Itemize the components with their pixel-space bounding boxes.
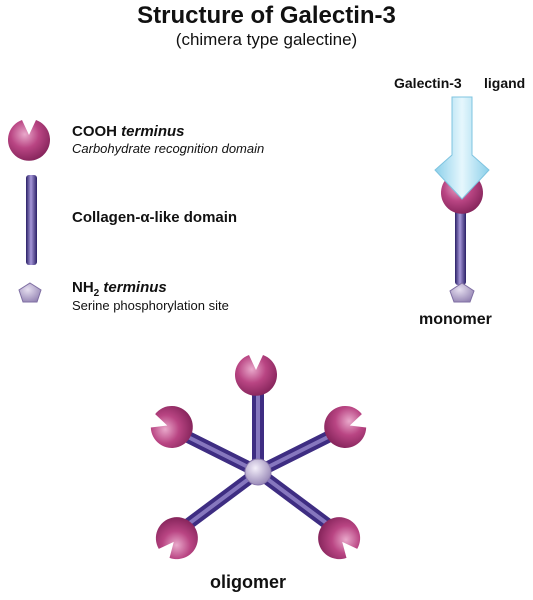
nh2-subscript: 2 [93,288,100,299]
galectin-label: Galectin-3 [394,75,462,91]
monomer-collagen-rod [455,205,466,285]
monomer-nh2 [449,282,475,303]
cooh-suffix: terminus [121,123,185,140]
nh2-label: NH2 terminus [72,279,167,299]
cooh-prefix: COOH [72,123,117,140]
oligomer-hub [244,458,272,486]
oligomer-crd-left [146,400,199,454]
monomer-caption: monomer [419,311,492,328]
oligomer-crd-right [318,400,371,454]
ligand-shape [434,96,490,200]
crd-legend-icon [7,120,50,161]
oligomer-crd-top [235,355,277,396]
cooh-description: Carbohydrate recognition domain [72,141,265,156]
oligomer-diagram [146,355,371,567]
nh2-suffix: terminus [103,279,167,296]
nh2-description: Serine phosphorylation site [72,298,229,313]
page-title: Structure of Galectin-3 [137,2,396,29]
nh2-legend-icon [18,282,42,303]
collagen-legend-icon [26,175,37,265]
page-subtitle: (chimera type galectine) [175,30,358,49]
oligomer-caption: oligomer [210,572,287,592]
collagen-label: Collagen-α-like domain [72,209,238,226]
cooh-label: COOH terminus [72,123,185,140]
ligand-label: ligand [484,75,526,91]
monomer-diagram [434,96,490,303]
nh2-prefix: NH [72,279,94,296]
